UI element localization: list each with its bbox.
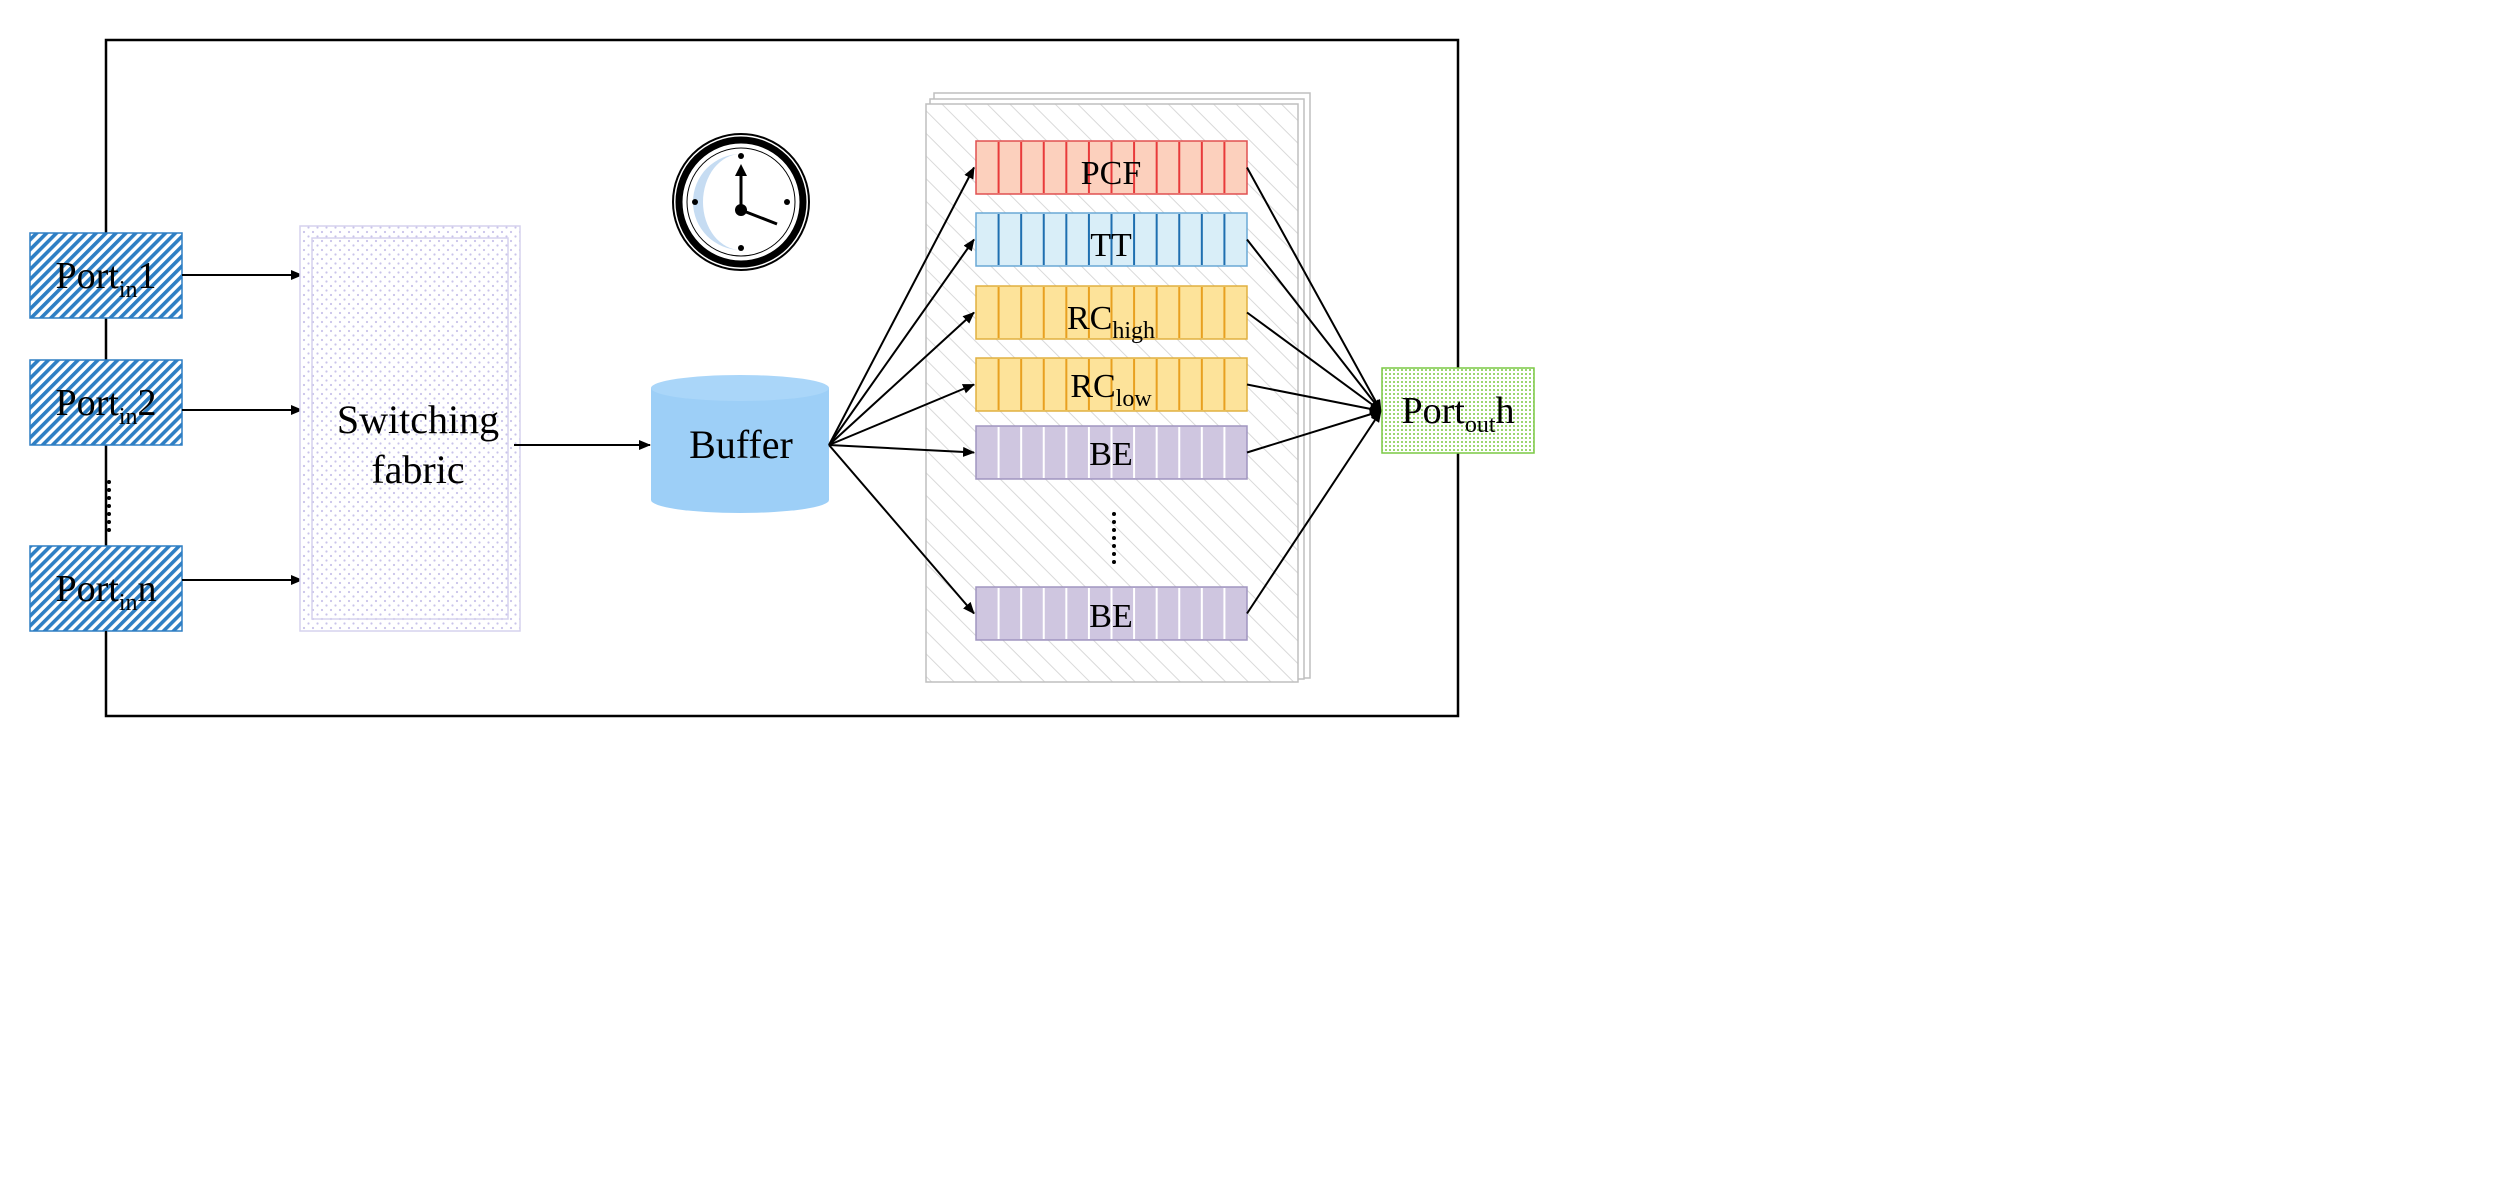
port-in-1: Portin1: [29, 232, 183, 319]
arrow-buffer-rc-high: [828, 311, 975, 446]
switching-fabric: Switching fabric: [299, 225, 521, 632]
arrow-buffer-tt: [828, 238, 975, 446]
arrow-buffer-rc-low: [828, 383, 975, 446]
queue-rc-low: [975, 357, 1248, 412]
arrow-tt-port-out: [1246, 238, 1382, 412]
switching-fabric-line1: Switching: [337, 397, 499, 442]
port-out: Portouth: [1381, 367, 1535, 454]
arrow-be-2-port-out: [1246, 410, 1382, 615]
port-in-2: Portin2: [29, 359, 183, 446]
port-out-suffix: h: [1496, 390, 1515, 432]
port-in-1-sub: in: [119, 277, 138, 303]
ellipsis-queues: [1112, 512, 1116, 564]
port-in-n: Portinn: [29, 545, 183, 632]
port-in-n-suffix: n: [138, 568, 157, 610]
queue-label-be-1: BE: [1089, 436, 1132, 473]
queue-label-tt: TT: [1090, 227, 1132, 264]
svg-text:Portouth: Portouth: [1401, 390, 1514, 438]
queue-rc-high: [975, 285, 1248, 340]
arrow-buffer-pcf: [828, 166, 975, 446]
arrow-buffer-be-1: [828, 444, 975, 457]
queue-be-2: [975, 586, 1248, 641]
queue-labels: PCF TT RChigh RClow BE BE: [1067, 155, 1155, 635]
port-out-base: Port: [1401, 390, 1465, 432]
arrow-buffer-be-2: [828, 444, 975, 615]
buffer-label: Buffer: [689, 422, 793, 467]
switching-fabric-line2: fabric: [371, 447, 464, 492]
arrow-rc-low-port-out: [1246, 383, 1382, 414]
queue-tt: [975, 212, 1248, 267]
arrow-be-1-port-out: [1246, 409, 1382, 454]
port-in-n-base: Port: [55, 568, 119, 610]
clock-icon: [672, 133, 810, 271]
queue-be-1: [975, 425, 1248, 480]
arrow-rc-high-port-out: [1246, 311, 1382, 412]
port-in-n-sub: in: [119, 590, 138, 616]
svg-text:Portin1: Portin1: [55, 255, 156, 303]
port-in-2-suffix: 2: [138, 382, 157, 424]
queue-label-rc-low: RClow: [1070, 368, 1152, 412]
arrow-pcf-port-out: [1246, 167, 1382, 412]
queue-label-be-2: BE: [1089, 598, 1132, 635]
port-in-2-sub: in: [119, 404, 138, 430]
ellipsis-ports: [107, 480, 111, 532]
queue-label-rc-high: RChigh: [1067, 300, 1155, 344]
port-in-2-base: Port: [55, 382, 119, 424]
queue-arrows: [828, 166, 1382, 615]
port-in-1-suffix: 1: [138, 255, 157, 297]
queue-list: [975, 140, 1248, 641]
buffer-cylinder: Buffer: [651, 375, 829, 513]
queue-label-pcf: PCF: [1081, 155, 1142, 192]
port-out-sub: out: [1465, 412, 1496, 438]
port-in-1-base: Port: [55, 255, 119, 297]
switch-architecture-diagram: Portin1 Portin2 Portinn Switching fabric…: [29, 38, 1535, 718]
svg-text:Portinn: Portinn: [55, 568, 156, 616]
svg-text:Portin2: Portin2: [55, 382, 156, 430]
queue-pcf: [975, 140, 1248, 195]
